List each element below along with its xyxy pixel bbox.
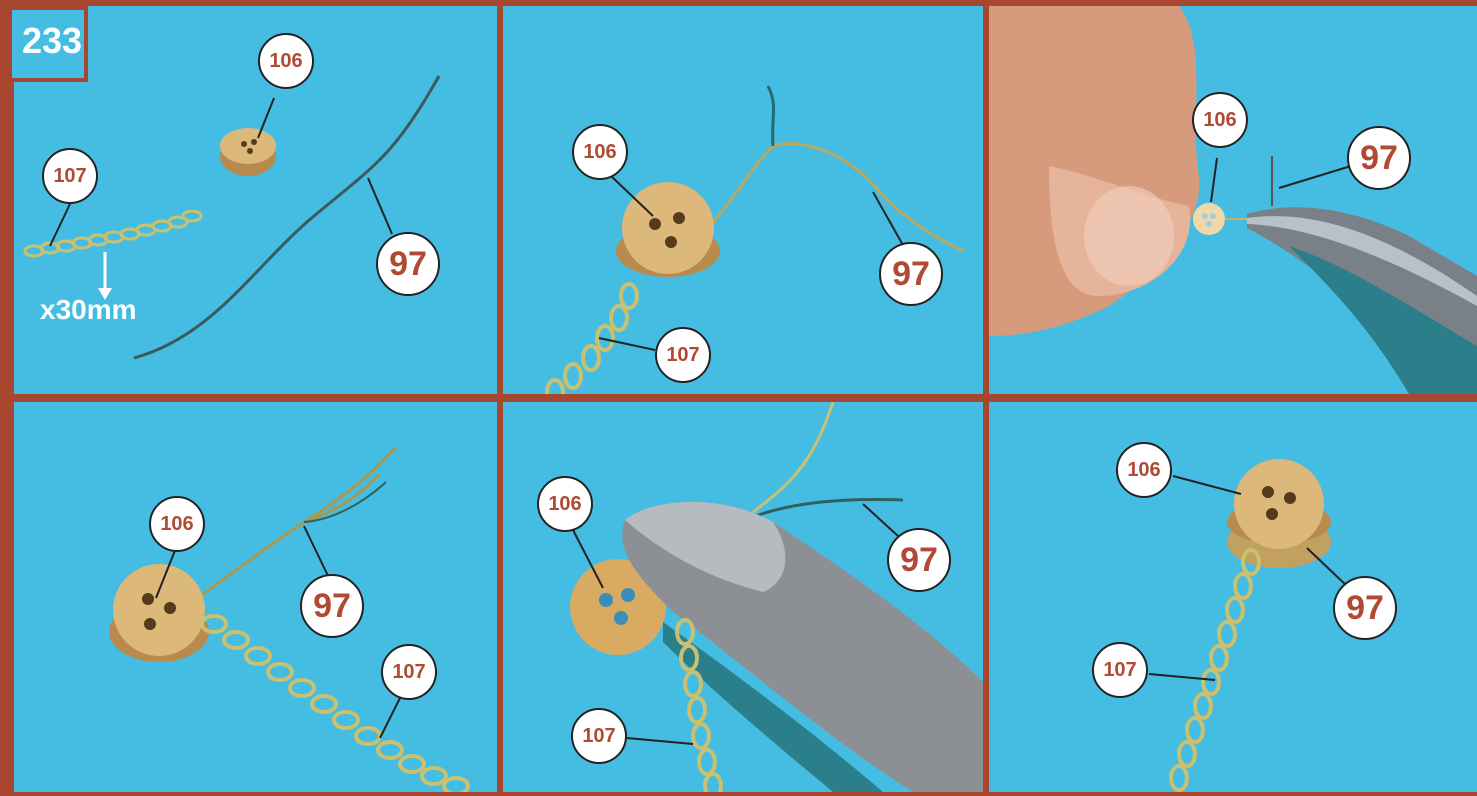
label-106: 106	[537, 476, 593, 532]
label-106: 106	[149, 496, 205, 552]
label-97: 97	[1333, 576, 1397, 640]
panel-3-illustration	[989, 6, 1477, 394]
label-97: 97	[879, 242, 943, 306]
label-97: 97	[1347, 126, 1411, 190]
panel-5: 106 97 107	[503, 402, 983, 792]
panel-3: 106 97	[989, 6, 1477, 394]
panel-4: 106 97 107	[14, 402, 497, 792]
panel-6: 106 97 107	[989, 402, 1477, 792]
label-106: 106	[572, 124, 628, 180]
label-97: 97	[376, 232, 440, 296]
step-number-box: 233	[8, 6, 88, 82]
label-107: 107	[42, 148, 98, 204]
panel-2-illustration	[503, 6, 983, 394]
label-97: 97	[300, 574, 364, 638]
panel-4-illustration	[14, 402, 497, 792]
label-106: 106	[258, 33, 314, 89]
step-number: 233	[22, 20, 82, 62]
label-107: 107	[655, 327, 711, 383]
label-107: 107	[381, 644, 437, 700]
label-106: 106	[1116, 442, 1172, 498]
label-107: 107	[571, 708, 627, 764]
panel-2: 106 97 107	[503, 6, 983, 394]
label-97: 97	[887, 528, 951, 592]
panel-6-illustration	[989, 402, 1477, 792]
length-annotation: x30mm	[40, 294, 137, 326]
label-106: 106	[1192, 92, 1248, 148]
label-107: 107	[1092, 642, 1148, 698]
